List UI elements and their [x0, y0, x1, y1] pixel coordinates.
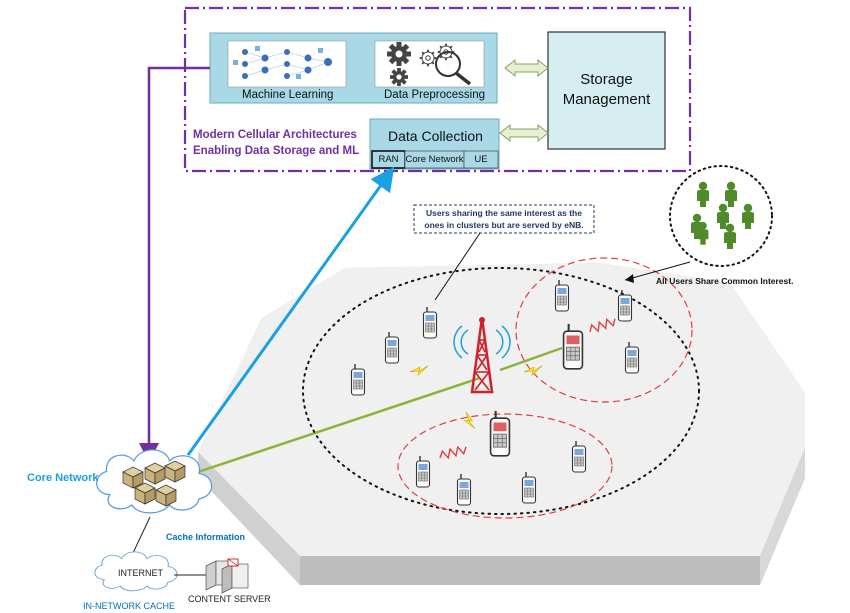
- enb-coverage-circle: [302, 267, 700, 515]
- double-arrow-bottom: [499, 123, 549, 143]
- callout-pointer: [434, 232, 481, 301]
- blue-connector: [186, 166, 395, 456]
- common-interest-label: All Users Share Common Interest.: [656, 276, 794, 286]
- callout-line-1: Users sharing the same interest as the: [426, 208, 582, 218]
- cluster-upper-right: [515, 257, 693, 403]
- content-server-label: CONTENT SERVER: [188, 594, 271, 604]
- architecture-frame: [183, 6, 692, 173]
- storage-management-box: [547, 31, 666, 150]
- core-network-label: Core Network: [27, 472, 99, 484]
- user-group-circle: [669, 165, 773, 267]
- architecture-caption: Modern Cellular Architectures Enabling D…: [193, 127, 359, 159]
- data-collection-title: Data Collection: [388, 128, 483, 144]
- content-server-icon: [205, 558, 249, 594]
- user-icon: [691, 181, 754, 249]
- magnifier-icon: [418, 42, 472, 86]
- architecture-caption-line-1: Modern Cellular Architectures: [193, 129, 357, 141]
- callout-line-2: ones in clusters but are served by eNB.: [424, 220, 584, 230]
- tab-core-network-label: Core Network: [405, 154, 464, 165]
- interest-callout-box: [413, 204, 595, 234]
- neural-network-icon: [233, 46, 332, 79]
- architecture-caption-line-2: Enabling Data Storage and ML: [193, 145, 360, 157]
- tab-ue: [463, 150, 499, 169]
- cell-tower-icon: [453, 317, 511, 394]
- storage-line-1: Storage: [580, 71, 633, 88]
- data-preprocessing-label: Data Preprocessing: [384, 89, 485, 101]
- interest-callout-text: Users sharing the same interest as the o…: [414, 207, 594, 231]
- machine-learning-label: Machine Learning: [242, 89, 334, 101]
- tab-ran-label: RAN: [378, 154, 399, 165]
- storage-management-label: Storage Management: [548, 70, 665, 110]
- internet-label: INTERNET: [118, 568, 163, 578]
- common-interest-pointer: [624, 261, 691, 281]
- core-internet-link: [132, 516, 151, 554]
- green-link-cluster: [499, 346, 563, 372]
- cluster-lower: [397, 413, 613, 519]
- cache-information-label: Cache Information: [166, 532, 246, 542]
- purple-connector: [139, 66, 210, 463]
- in-network-cache-label: IN-NETWORK CACHE: [83, 601, 175, 611]
- storage-line-2: Management: [562, 91, 651, 108]
- green-backhaul-line: [197, 376, 481, 474]
- tab-ue-label: UE: [474, 154, 488, 165]
- double-arrow-top: [504, 58, 549, 78]
